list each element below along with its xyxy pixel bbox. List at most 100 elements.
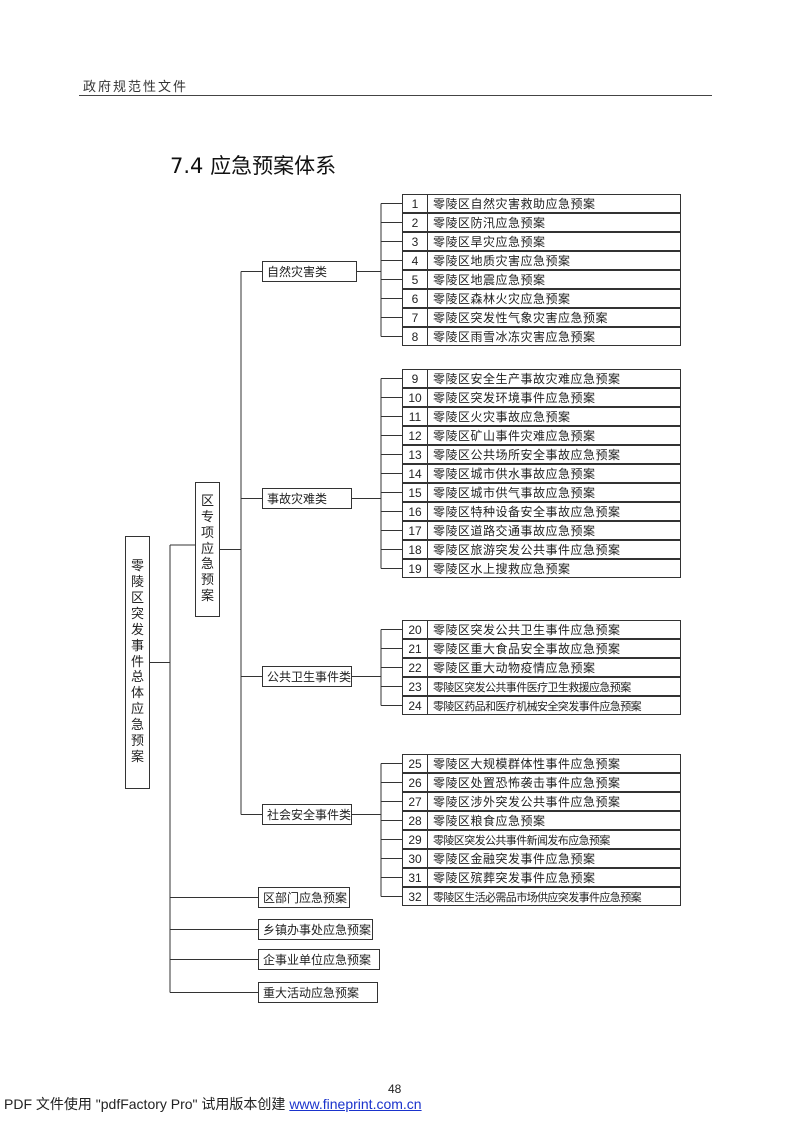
plan-name: 零陵区矿山事件灾难应急预案: [433, 429, 596, 443]
plan-name: 零陵区重大食品安全事故应急预案: [433, 642, 621, 656]
plan-name: 零陵区突发公共事件新闻发布应急预案: [433, 833, 610, 847]
plan-number: 23: [403, 678, 428, 695]
plan-row: 22 零陵区重大动物疫情应急预案: [402, 658, 681, 677]
special-plan-label: 区专项应急预案: [200, 493, 214, 605]
other-plan-label: 区部门应急预案: [263, 891, 348, 905]
plan-number: 26: [403, 774, 428, 791]
plan-row: 6 零陵区森林火灾应急预案: [402, 289, 681, 308]
plan-name: 零陵区粮食应急预案: [433, 814, 546, 828]
other-plan-label: 乡镇办事处应急预案: [263, 923, 372, 937]
plan-number: 17: [403, 522, 428, 539]
plan-name: 零陵区雨雪冰冻灾害应急预案: [433, 330, 596, 344]
plan-number: 16: [403, 503, 428, 520]
plan-number: 1: [403, 195, 428, 212]
category-box: 自然灾害类: [262, 261, 357, 282]
plan-name: 零陵区旱灾应急预案: [433, 235, 546, 249]
plan-number: 29: [403, 831, 428, 848]
other-plan-label: 企事业单位应急预案: [263, 953, 372, 967]
plan-number: 27: [403, 793, 428, 810]
plan-row: 10 零陵区突发环境事件应急预案: [402, 388, 681, 407]
category-box: 公共卫生事件类: [262, 666, 352, 687]
page-number: 48: [388, 1082, 402, 1096]
plan-name: 零陵区道路交通事故应急预案: [433, 524, 596, 538]
other-plan-box: 乡镇办事处应急预案: [258, 919, 373, 940]
plan-name: 零陵区涉外突发公共事件应急预案: [433, 795, 621, 809]
plan-row: 12 零陵区矿山事件灾难应急预案: [402, 426, 681, 445]
plan-number: 15: [403, 484, 428, 501]
special-plan-box: 区专项应急预案: [195, 482, 220, 617]
plan-row: 15 零陵区城市供气事故应急预案: [402, 483, 681, 502]
plan-row: 30 零陵区金融突发事件应急预案: [402, 849, 681, 868]
plan-row: 17 零陵区道路交通事故应急预案: [402, 521, 681, 540]
plan-name: 零陵区旅游突发公共事件应急预案: [433, 543, 621, 557]
plan-name: 零陵区火灾事故应急预案: [433, 410, 571, 424]
category-label: 事故灾难类: [267, 492, 328, 506]
plan-name: 零陵区重大动物疫情应急预案: [433, 661, 596, 675]
plan-number: 13: [403, 446, 428, 463]
plan-name: 零陵区生活必需品市场供应突发事件应急预案: [433, 890, 642, 904]
plan-name: 零陵区水上搜救应急预案: [433, 562, 571, 576]
other-plan-box: 重大活动应急预案: [258, 982, 378, 1003]
plan-name: 零陵区地震应急预案: [433, 273, 546, 287]
plan-number: 2: [403, 214, 428, 231]
category-box: 事故灾难类: [262, 488, 352, 509]
other-plan-box: 企事业单位应急预案: [258, 949, 380, 970]
plan-name: 零陵区突发环境事件应急预案: [433, 391, 596, 405]
plan-name: 零陵区城市供水事故应急预案: [433, 467, 596, 481]
plan-number: 7: [403, 309, 428, 326]
category-label: 自然灾害类: [267, 265, 328, 279]
plan-name: 零陵区森林火灾应急预案: [433, 292, 571, 306]
plan-row: 32 零陵区生活必需品市场供应突发事件应急预案: [402, 887, 681, 906]
plan-number: 28: [403, 812, 428, 829]
category-label: 社会安全事件类: [267, 808, 352, 822]
plan-number: 20: [403, 621, 428, 638]
plan-number: 32: [403, 888, 428, 905]
plan-row: 7 零陵区突发性气象灾害应急预案: [402, 308, 681, 327]
plan-row: 3 零陵区旱灾应急预案: [402, 232, 681, 251]
plan-name: 零陵区城市供气事故应急预案: [433, 486, 596, 500]
plan-number: 4: [403, 252, 428, 269]
root-plan-label: 零陵区突发事件总体应急预案: [130, 559, 144, 765]
plan-row: 29 零陵区突发公共事件新闻发布应急预案: [402, 830, 681, 849]
footer-link[interactable]: www.fineprint.com.cn: [289, 1096, 422, 1112]
plan-number: 12: [403, 427, 428, 444]
plan-number: 31: [403, 869, 428, 886]
root-plan-box: 零陵区突发事件总体应急预案: [125, 536, 150, 789]
plan-name: 零陵区金融突发事件应急预案: [433, 852, 596, 866]
plan-number: 10: [403, 389, 428, 406]
plan-row: 31 零陵区殡葬突发事件应急预案: [402, 868, 681, 887]
plan-name: 零陵区药品和医疗机械安全突发事件应急预案: [433, 699, 642, 713]
plan-number: 6: [403, 290, 428, 307]
plan-row: 27 零陵区涉外突发公共事件应急预案: [402, 792, 681, 811]
plan-number: 8: [403, 328, 428, 345]
footer-text: PDF 文件使用 "pdfFactory Pro" 试用版本创建: [4, 1096, 290, 1112]
plan-number: 9: [403, 370, 428, 387]
other-plan-label: 重大活动应急预案: [263, 986, 360, 1000]
document-header: 政府规范性文件: [83, 80, 189, 95]
plan-row: 19 零陵区水上搜救应急预案: [402, 559, 681, 578]
plan-number: 11: [403, 408, 428, 425]
plan-row: 13 零陵区公共场所安全事故应急预案: [402, 445, 681, 464]
plan-name: 零陵区殡葬突发事件应急预案: [433, 871, 596, 885]
plan-row: 5 零陵区地震应急预案: [402, 270, 681, 289]
plan-number: 22: [403, 659, 428, 676]
plan-number: 30: [403, 850, 428, 867]
plan-number: 5: [403, 271, 428, 288]
pdf-footer: PDF 文件使用 "pdfFactory Pro" 试用版本创建 www.fin…: [4, 1094, 422, 1114]
plan-name: 零陵区突发性气象灾害应急预案: [433, 311, 609, 325]
plan-row: 26 零陵区处置恐怖袭击事件应急预案: [402, 773, 681, 792]
category-box: 社会安全事件类: [262, 804, 352, 825]
plan-name: 零陵区处置恐怖袭击事件应急预案: [433, 776, 621, 790]
plan-name: 零陵区公共场所安全事故应急预案: [433, 448, 621, 462]
plan-number: 19: [403, 560, 428, 577]
plan-number: 3: [403, 233, 428, 250]
category-label: 公共卫生事件类: [267, 670, 352, 684]
